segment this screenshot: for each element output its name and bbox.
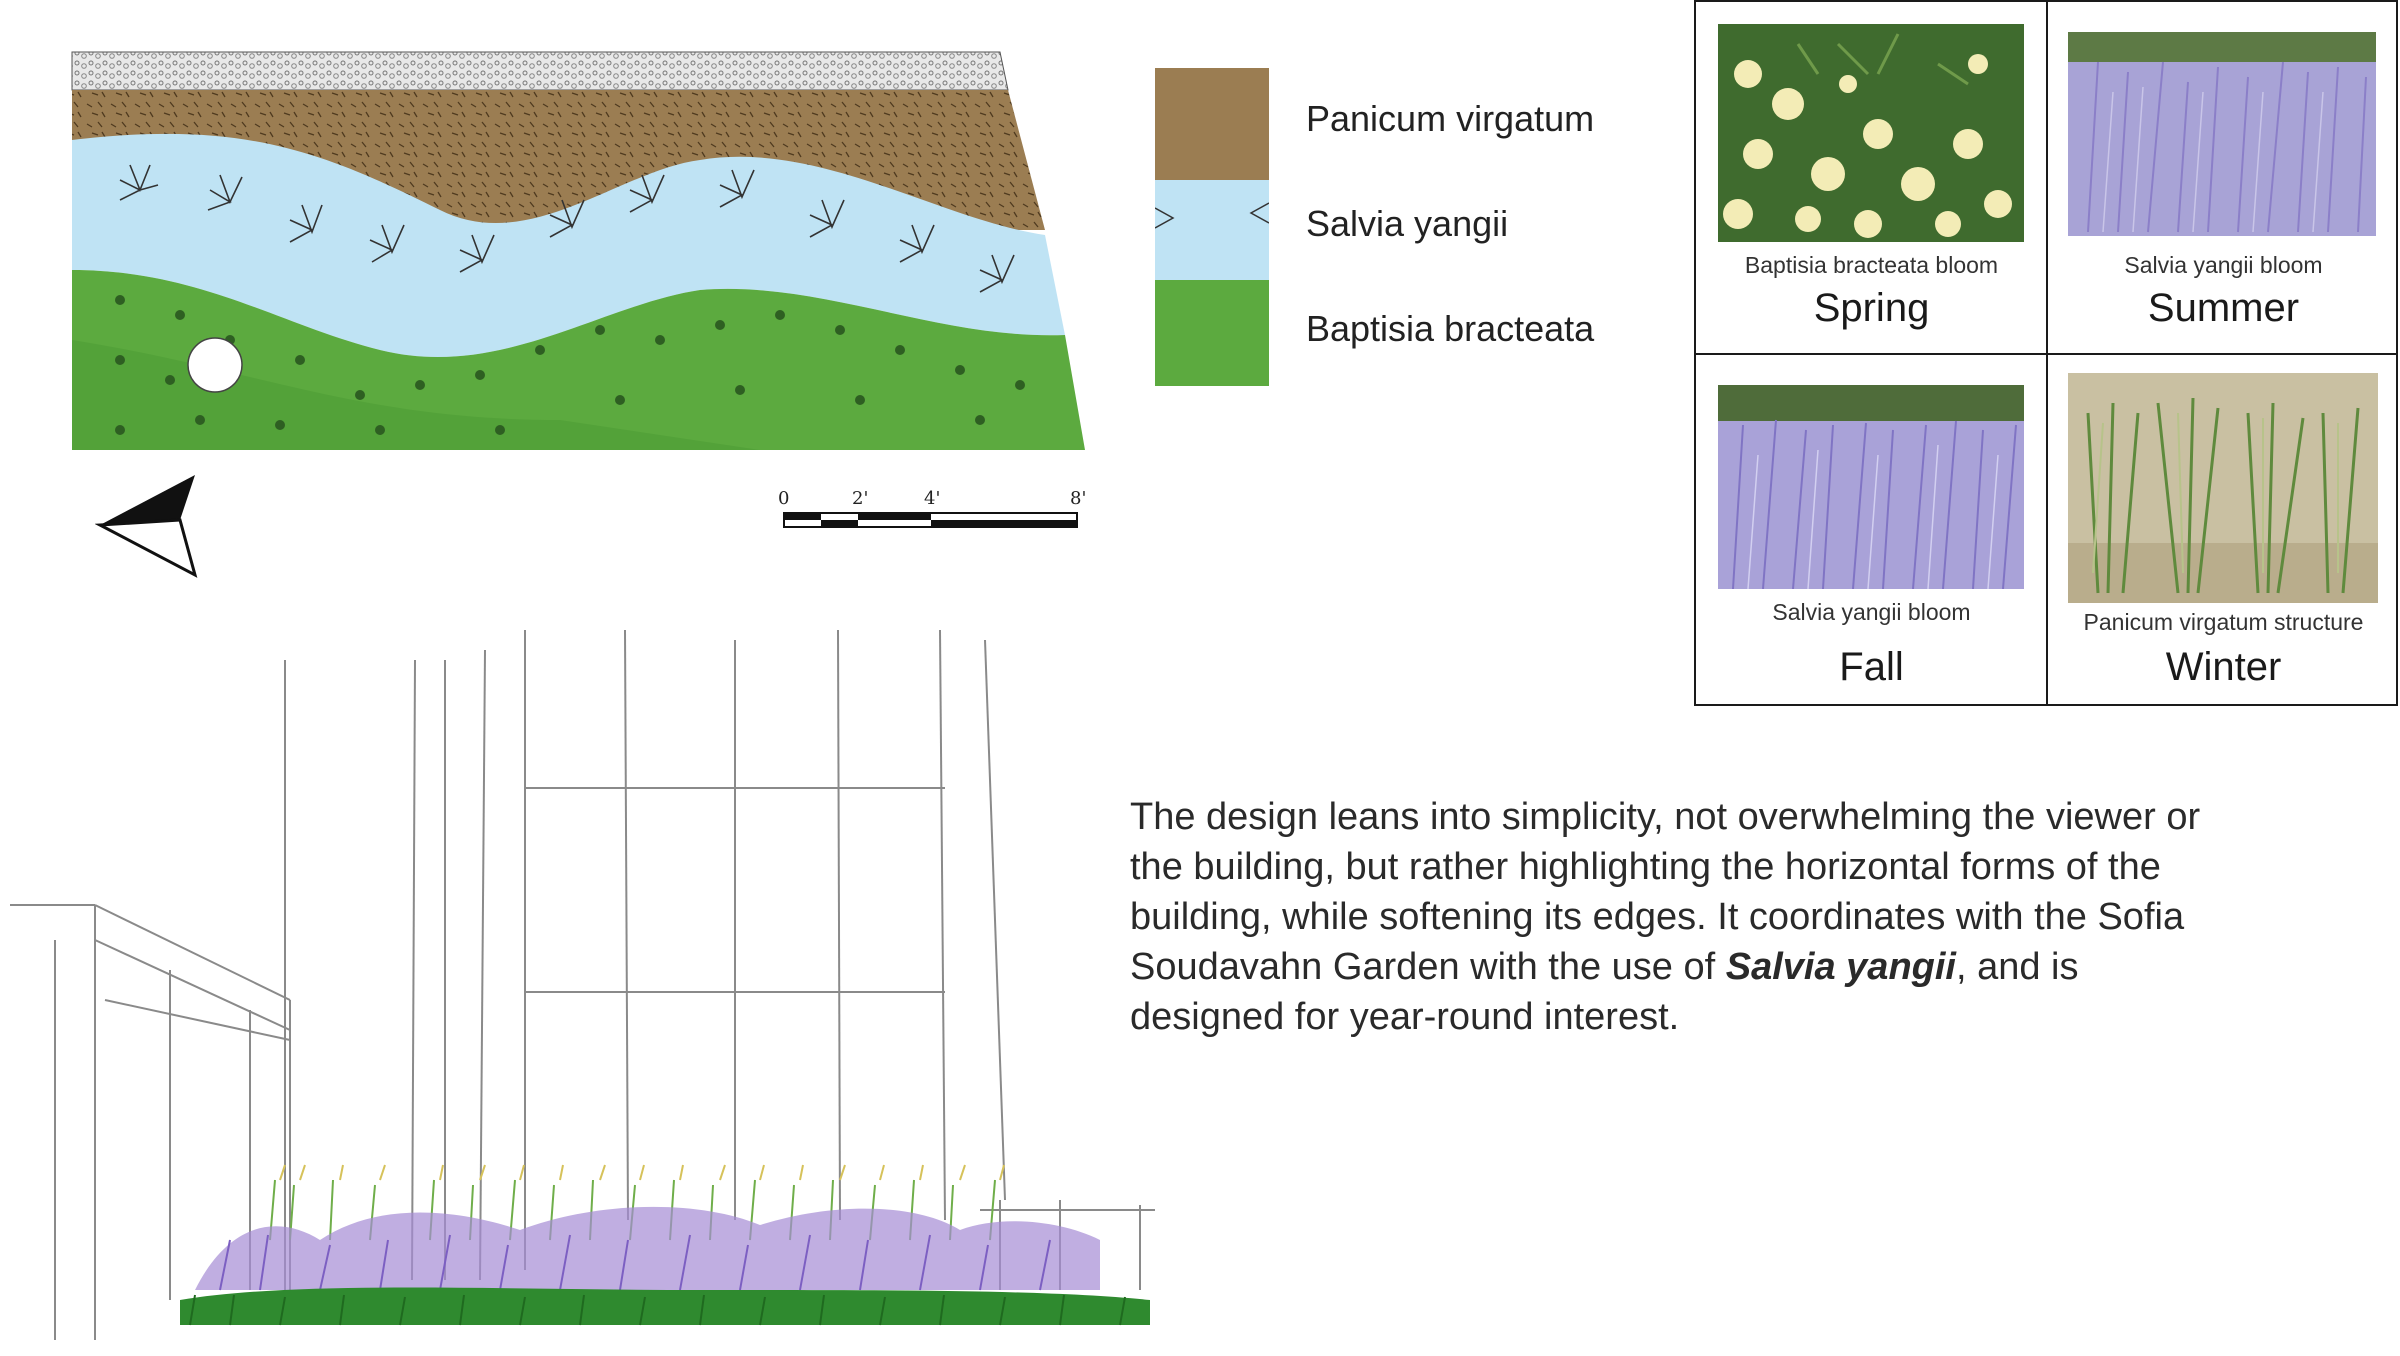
grid-divider-horizontal <box>1696 353 2398 355</box>
baptisia-photo <box>1718 24 2024 242</box>
caption-winter: Panicum virgatum structure <box>2083 609 2364 635</box>
elevation-sketch <box>10 629 1155 1340</box>
season-label-fall: Fall <box>1839 645 1904 689</box>
caption-summer: Salvia yangii bloom <box>2124 252 2323 278</box>
scale-label-8: 8' <box>1070 488 1087 509</box>
description-text: The design leans into simplicity, not ov… <box>1130 796 2201 988</box>
season-cell-spring: Baptisia bracteata bloom Spring <box>1696 2 2047 354</box>
season-cell-summer: Salvia yangii bloom Summer <box>2048 2 2399 354</box>
season-grid: Baptisia bracteata bloom Spring Salvia y… <box>1694 0 2398 706</box>
caption-spring: Baptisia bracteata bloom <box>1744 252 1999 278</box>
scale-label-4: 4' <box>924 488 941 509</box>
scale-label-2: 2' <box>852 488 869 509</box>
north-arrow-icon <box>95 475 198 578</box>
season-label-summer: Summer <box>2147 286 2300 330</box>
season-cell-fall: Salvia yangii bloom Fall <box>1696 355 2047 707</box>
caption-fall: Salvia yangii bloom <box>1772 599 1971 625</box>
salvia-fall-photo <box>1718 385 2024 589</box>
legend-label-panicum: Panicum virgatum <box>1306 98 1595 139</box>
legend-swatch <box>1155 68 1269 386</box>
legend-label-baptisia: Baptisia bracteata <box>1306 308 1595 349</box>
season-label-winter: Winter <box>2165 645 2282 689</box>
salvia-summer-photo <box>2068 32 2376 236</box>
description-tail: , and is designed for year-round interes… <box>1130 946 2079 1038</box>
legend-label-salvia: Salvia yangii <box>1306 203 1509 244</box>
scale-bar <box>783 512 1078 528</box>
description-emphasis: Salvia yangii <box>1725 946 1956 988</box>
planting-plan <box>71 51 1085 450</box>
panicum-photo <box>2068 373 2378 603</box>
season-label-spring: Spring <box>1813 286 1930 330</box>
scale-label-0: 0 <box>778 488 790 509</box>
design-description: The design leans into simplicity, not ov… <box>1130 792 2240 1042</box>
season-cell-winter: Panicum virgatum structure Winter <box>2048 355 2399 707</box>
